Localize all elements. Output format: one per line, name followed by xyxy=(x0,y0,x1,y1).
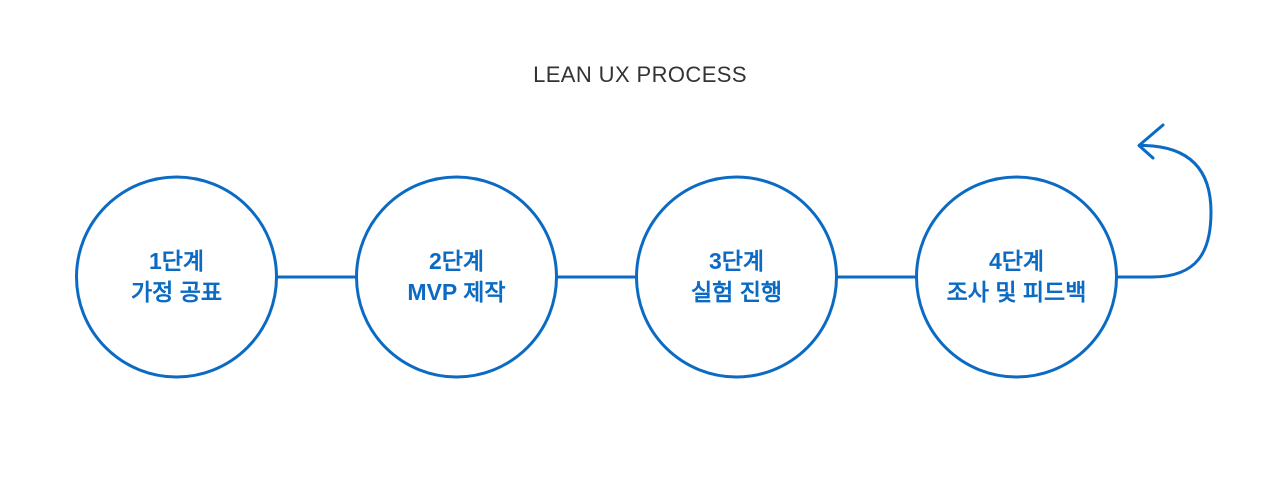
step-1-label-top: 1단계 xyxy=(148,247,205,274)
circle-group xyxy=(75,175,1118,379)
step-node-2[interactable]: 2단계 MVP 제작 xyxy=(356,177,557,378)
page-title: LEAN UX PROCESS xyxy=(533,62,747,87)
step-node-4[interactable]: 4단계 조사 및 피드백 xyxy=(916,177,1117,378)
step-circle-1[interactable] xyxy=(75,175,278,379)
step-4-label-bottom: 조사 및 피드백 xyxy=(946,279,1087,305)
step-4-label-top: 4단계 xyxy=(988,247,1045,274)
step-2-label-bottom: MVP 제작 xyxy=(407,279,506,305)
step-node-1[interactable]: 1단계 가정 공표 xyxy=(76,177,277,378)
step-2-label-top: 2단계 xyxy=(428,247,485,274)
step-1-label-bottom: 가정 공표 xyxy=(130,279,223,305)
step-node-3[interactable]: 3단계 실험 진행 xyxy=(636,177,837,378)
step-circle-3[interactable] xyxy=(635,175,838,379)
step-3-label-top: 3단계 xyxy=(708,247,765,274)
loopback-curve xyxy=(1115,144,1213,279)
loopback-arrow xyxy=(1115,123,1213,279)
step-circle-2[interactable] xyxy=(355,175,558,379)
step-3-label-bottom: 실험 진행 xyxy=(690,279,783,305)
loopback-arrowhead-icon xyxy=(1137,123,1165,160)
